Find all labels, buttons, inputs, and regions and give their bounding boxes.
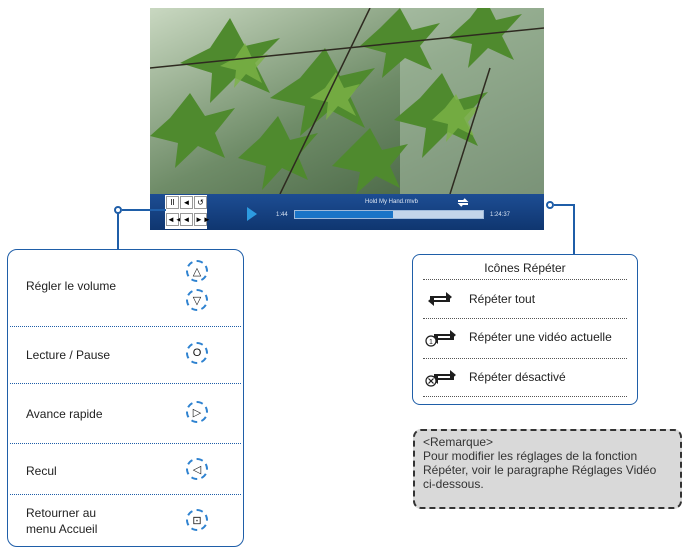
svg-text:1: 1 (429, 339, 433, 346)
divider (423, 358, 627, 359)
return-icon[interactable]: ↺ (194, 196, 207, 209)
pause-icon[interactable]: II (166, 196, 179, 209)
divider (10, 383, 241, 384)
remark-line-1: Pour modifier les réglages de la fonctio… (423, 449, 638, 463)
repeat-all-label: Répéter tout (469, 292, 536, 306)
repeat-panel-title: Icônes Répéter (484, 261, 566, 275)
play-icon[interactable] (247, 207, 257, 221)
repeat-icons-panel: Icônes Répéter Répéter tout 1 Répéter un… (412, 254, 638, 405)
volume-label: Régler le volume (26, 279, 117, 293)
repeat-all-row: Répéter tout (413, 282, 637, 316)
file-name: Hold My Hand.rmvb (365, 199, 419, 205)
divider (10, 443, 241, 444)
video-frame[interactable] (150, 8, 544, 194)
divider (10, 494, 241, 495)
play-pause-label: Lecture / Pause (26, 348, 111, 362)
remote-functions-panel: Régler le volume △ ▽ Lecture / Pause O A… (7, 249, 244, 547)
repeat-off-row: Répéter désactivé (413, 361, 637, 395)
row-rewind: Recul ◁ (8, 444, 243, 494)
connector-line-left-v (117, 213, 119, 249)
remark-title: <Remarque> (423, 435, 494, 449)
row-play-pause: Lecture / Pause O (8, 327, 243, 383)
control-pad[interactable]: II ◄ ↺ ◄◄ ◄ ►► (165, 195, 211, 229)
repeat-off-icon (425, 370, 456, 387)
remark-line-2: Répéter, voir le paragraphe Réglages Vid… (423, 463, 657, 477)
row-volume: Régler le volume △ ▽ (8, 250, 243, 326)
home-icon: ⊡ (186, 509, 208, 531)
connector-line-left (122, 209, 166, 211)
back-icon[interactable]: ◄ (180, 196, 193, 209)
repeat-one-row: 1 Répéter une vidéo actuelle (413, 321, 637, 355)
right-arrow-icon: ▷ (186, 401, 208, 423)
ok-icon: O (186, 342, 208, 364)
row-fast-forward: Avance rapide ▷ (8, 384, 243, 443)
row-home: Retourner au menu Accueil ⊡ (8, 495, 243, 546)
left-icon[interactable]: ◄ (180, 213, 193, 226)
divider (423, 396, 627, 397)
repeat-one-icon: 1 (425, 330, 456, 347)
repeat-all-icon (428, 292, 452, 306)
repeat-one-label: Répéter une vidéo actuelle (469, 330, 612, 344)
fast-forward-label: Avance rapide (26, 407, 103, 421)
divider (423, 279, 627, 280)
rewind-icon[interactable]: ◄◄ (166, 213, 183, 226)
remark-note: <Remarque> Pour modifier les réglages de… (413, 429, 682, 509)
connector-dot-right (546, 201, 554, 209)
rewind-label: Recul (26, 464, 57, 478)
left-arrow-icon: ◁ (186, 458, 208, 480)
fast-forward-icon[interactable]: ►► (194, 213, 211, 226)
connector-line-right-v (573, 204, 575, 254)
divider (10, 326, 241, 327)
remark-line-3: ci-dessous. (423, 477, 484, 491)
total-time: 1:24:37 (490, 212, 511, 218)
home-label: Retourner au menu Accueil (26, 506, 98, 536)
repeat-off-label: Répéter désactivé (469, 370, 566, 384)
volume-up-icon: △ (186, 260, 208, 282)
volume-down-icon: ▽ (186, 289, 208, 311)
progress-fill (295, 211, 393, 218)
repeat-icon[interactable] (456, 197, 470, 208)
elapsed-time: 1:44 (276, 212, 288, 218)
video-image (150, 8, 544, 194)
divider (423, 318, 627, 319)
progress-bar[interactable] (294, 210, 484, 219)
connector-line-right (554, 204, 574, 206)
